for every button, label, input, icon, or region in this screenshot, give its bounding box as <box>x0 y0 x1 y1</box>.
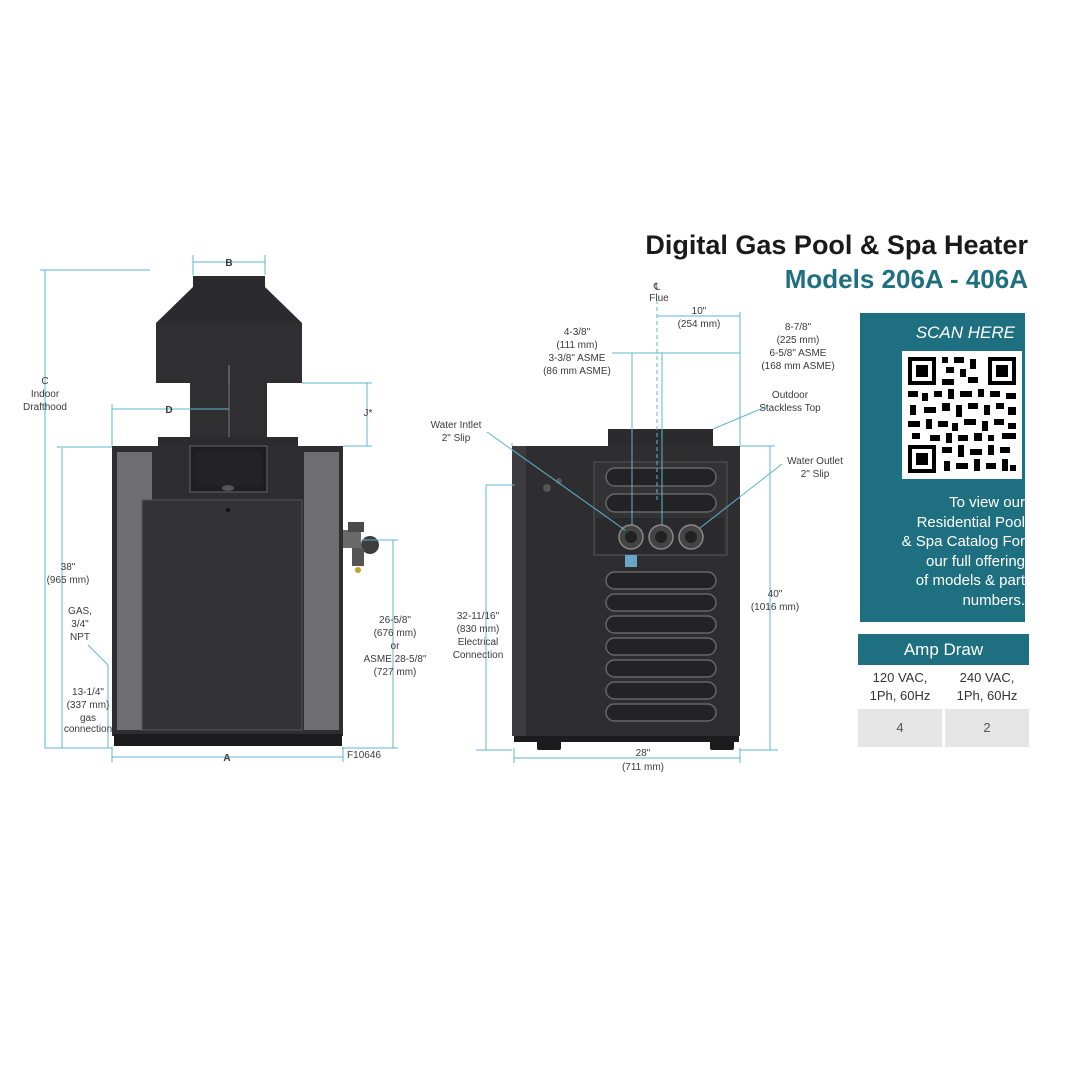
amp-value-240: 2 <box>945 709 1029 747</box>
side-base <box>514 736 739 742</box>
electrical-4: Connection <box>453 650 504 661</box>
drawing-number: F10646 <box>347 750 381 761</box>
amp-header-120-line2: 1Ph, 60Hz <box>869 688 931 703</box>
gas-height-1: 13-1/4" <box>72 687 104 698</box>
dim-right-4: (168 mm ASME) <box>761 361 834 372</box>
side-labels: ℄ Flue 10" (254 mm) 4-3/8" (111 mm) 3-3/… <box>431 282 843 773</box>
page-title: Digital Gas Pool & Spa Heater <box>645 230 1028 260</box>
scan-line-2: Residential Pool <box>916 513 1025 531</box>
qr-code-icon[interactable] <box>902 351 1022 479</box>
outdoor-top-2: Stackless Top <box>759 403 821 414</box>
conn-height-3: or <box>391 641 401 652</box>
amp-header-240-line2: 1Ph, 60Hz <box>956 688 1018 703</box>
electrical-2: (830 mm) <box>457 624 500 635</box>
front-labels: B C Indoor Drafthood D J* A 38" (965 mm)… <box>23 258 427 764</box>
scan-line-6: numbers. <box>962 591 1025 609</box>
dim-left-2: (111 mm) <box>556 340 597 351</box>
scan-heading: SCAN HERE <box>915 323 1015 342</box>
drafthood-collar <box>193 276 265 288</box>
label-c-1: C <box>41 376 48 387</box>
label-c-3: Drafthood <box>23 402 67 413</box>
front-dimensions <box>40 255 398 762</box>
water-outlet-1: Water Outlet <box>787 456 843 467</box>
scan-line-5: of models & part <box>915 572 1025 589</box>
conn-height-2: (676 mm) <box>374 628 417 639</box>
flue-label: Flue <box>649 293 669 304</box>
amp-draw-title: Amp Draw <box>858 634 1029 665</box>
dim-right-2: (225 mm) <box>777 335 820 346</box>
height-40-2: (1016 mm) <box>751 602 799 613</box>
amp-draw-header-row: 120 VAC, 1Ph, 60Hz 240 VAC, 1Ph, 60Hz <box>858 665 1029 709</box>
gas-height-3: gas <box>80 713 96 724</box>
gas-2: 3/4" <box>71 619 89 630</box>
title-block: Digital Gas Pool & Spa Heater Models 206… <box>645 228 1028 296</box>
right-side-panel <box>304 452 339 730</box>
dim-right-1: 8-7/8" <box>785 322 812 333</box>
dim-left-3: 3-3/8" ASME <box>549 353 606 364</box>
front-base <box>114 734 342 746</box>
width-28-1: 28" <box>636 748 651 759</box>
side-view <box>512 429 740 750</box>
amp-header-240: 240 VAC, 1Ph, 60Hz <box>945 665 1029 709</box>
gas-height-2: (337 mm) <box>67 700 110 711</box>
gas-valve <box>343 522 379 573</box>
amp-header-240-line1: 240 VAC, <box>959 670 1015 685</box>
amp-draw-table: Amp Draw 120 VAC, 1Ph, 60Hz 240 VAC, 1Ph… <box>858 634 1029 747</box>
scan-line-1: To view our <box>949 494 1025 511</box>
label-j: J* <box>364 408 373 419</box>
gas-3: NPT <box>70 632 90 643</box>
conn-height-4: ASME 28-5/8" <box>363 654 426 665</box>
dim-right-3: 6-5/8" ASME <box>770 348 827 359</box>
water-inlet-2: 2" Slip <box>442 433 471 444</box>
conn-height-1: 26-5/8" <box>379 615 411 626</box>
conn-height-5: (727 mm) <box>374 667 417 678</box>
amp-header-120: 120 VAC, 1Ph, 60Hz <box>858 665 942 709</box>
amp-value-120: 4 <box>858 709 942 747</box>
scan-line-4: our full offering <box>926 552 1025 570</box>
stackless-top <box>608 429 713 446</box>
amp-draw-value-row: 4 2 <box>858 709 1029 747</box>
water-outlet-2: 2" Slip <box>801 469 830 480</box>
gas-height-4: connection <box>64 724 112 735</box>
side-dimensions <box>476 300 783 763</box>
label-b: B <box>225 258 232 269</box>
electrical-3: Electrical <box>458 637 499 648</box>
scan-line-3: & Spa Catalog For <box>901 533 1025 550</box>
water-inlet-1: Water Intlet <box>431 420 482 431</box>
width-28-2: (711 mm) <box>622 762 664 773</box>
drafthood-cone <box>156 287 302 323</box>
amp-header-120-line1: 120 VAC, <box>872 670 928 685</box>
height-40-1: 40" <box>768 589 783 600</box>
dim-10-2: (254 mm) <box>678 319 721 330</box>
flue-symbol: ℄ <box>653 282 661 293</box>
dim-left-4: (86 mm ASME) <box>543 366 611 377</box>
qr-pattern <box>908 357 1016 473</box>
label-c-2: Indoor <box>31 389 60 400</box>
height-38-1: 38" <box>61 562 76 573</box>
scan-panel: SCAN HERE <box>860 313 1025 622</box>
dim-left-1: 4-3/8" <box>564 327 591 338</box>
dim-10-1: 10" <box>692 306 707 317</box>
scan-description: To view our Residential Pool & Spa Catal… <box>868 493 1025 610</box>
water-connections <box>618 524 704 567</box>
label-a: A <box>223 753 230 764</box>
gas-1: GAS, <box>68 606 92 617</box>
electrical-1: 32-11/16" <box>457 611 500 622</box>
label-d: D <box>165 405 172 416</box>
front-view <box>112 276 379 746</box>
outdoor-top-1: Outdoor <box>772 390 809 401</box>
page-subtitle: Models 206A - 406A <box>784 264 1028 294</box>
height-38-2: (965 mm) <box>47 575 90 586</box>
